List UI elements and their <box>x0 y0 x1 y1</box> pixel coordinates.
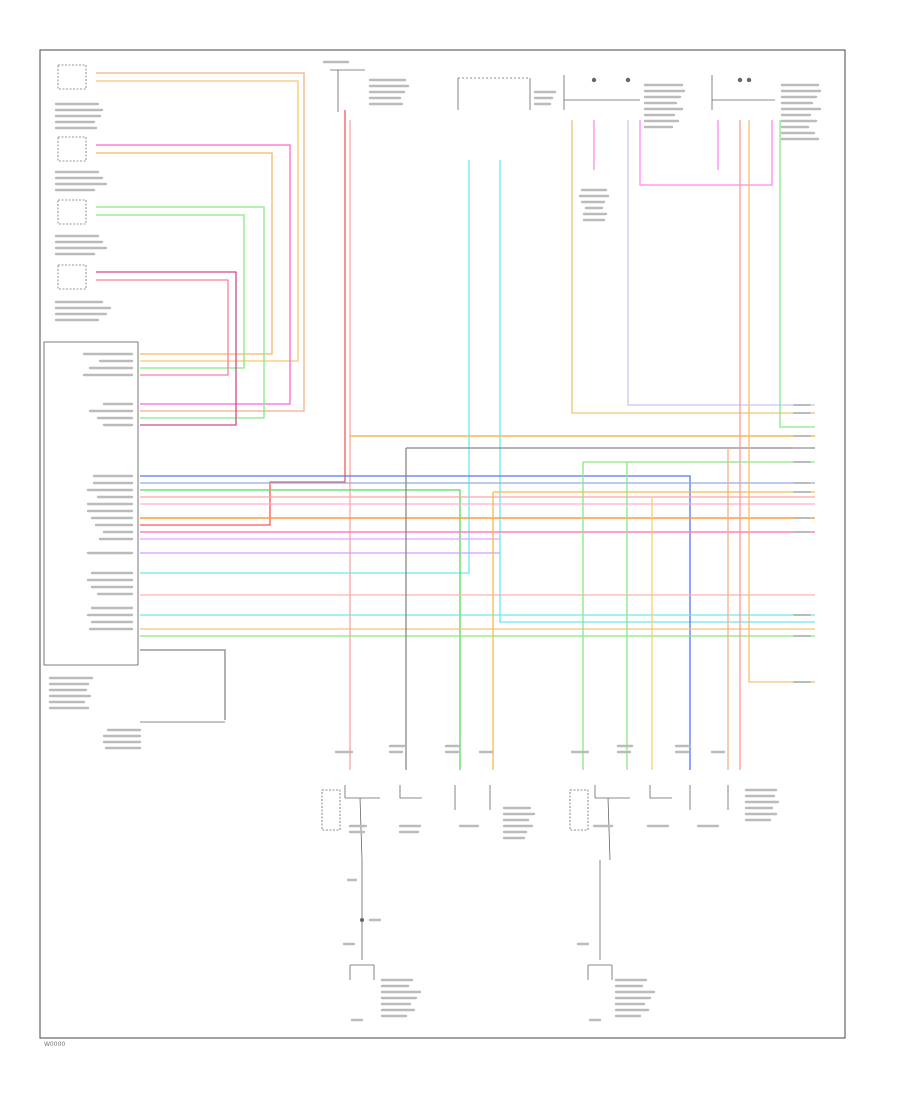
sensor-labels <box>48 102 142 750</box>
sensor-group <box>43 64 139 666</box>
wire-sensor2-b <box>96 152 273 355</box>
wire-sensor3-b <box>96 214 245 369</box>
wire-pink-loop <box>639 120 773 186</box>
top-connector-labels <box>322 60 822 222</box>
wire-cyan-1 <box>140 160 470 574</box>
top-connectors <box>330 69 775 112</box>
wire-h-14 <box>140 649 226 720</box>
wire-sensor1-a <box>96 72 305 412</box>
wire-sensor2-a <box>96 144 291 405</box>
control-module <box>43 341 138 666</box>
switch-labels <box>334 744 780 1022</box>
footer-code: W0000 <box>44 1041 65 1048</box>
wire-orange-right <box>748 120 815 683</box>
switch-group-left <box>321 785 491 980</box>
wire-green-h <box>582 461 815 770</box>
wire-sensor4-a <box>96 271 237 426</box>
sensor-4 <box>57 264 87 290</box>
wire-sensor3-a <box>96 206 265 419</box>
wires <box>96 72 815 770</box>
switch-group-right <box>569 785 729 980</box>
wire-red-main <box>140 110 346 526</box>
wire-green-right <box>779 120 815 428</box>
right-terminals <box>793 404 811 683</box>
diagram-frame <box>39 49 846 1039</box>
wire-gray-h <box>405 447 815 770</box>
wire-orange-upper <box>571 120 815 414</box>
wire-h-1 <box>140 475 691 770</box>
wire-lav-upper <box>627 120 815 406</box>
wire-orange-h2 <box>492 491 815 770</box>
wire-h-3 <box>140 489 461 770</box>
sensor-1 <box>57 64 87 90</box>
wire-sensor4-b <box>96 279 229 376</box>
sensor-2 <box>57 136 87 162</box>
sensor-3 <box>57 199 87 225</box>
wire-sensor1-b <box>96 80 299 362</box>
wire-cyan-2 <box>499 160 815 623</box>
